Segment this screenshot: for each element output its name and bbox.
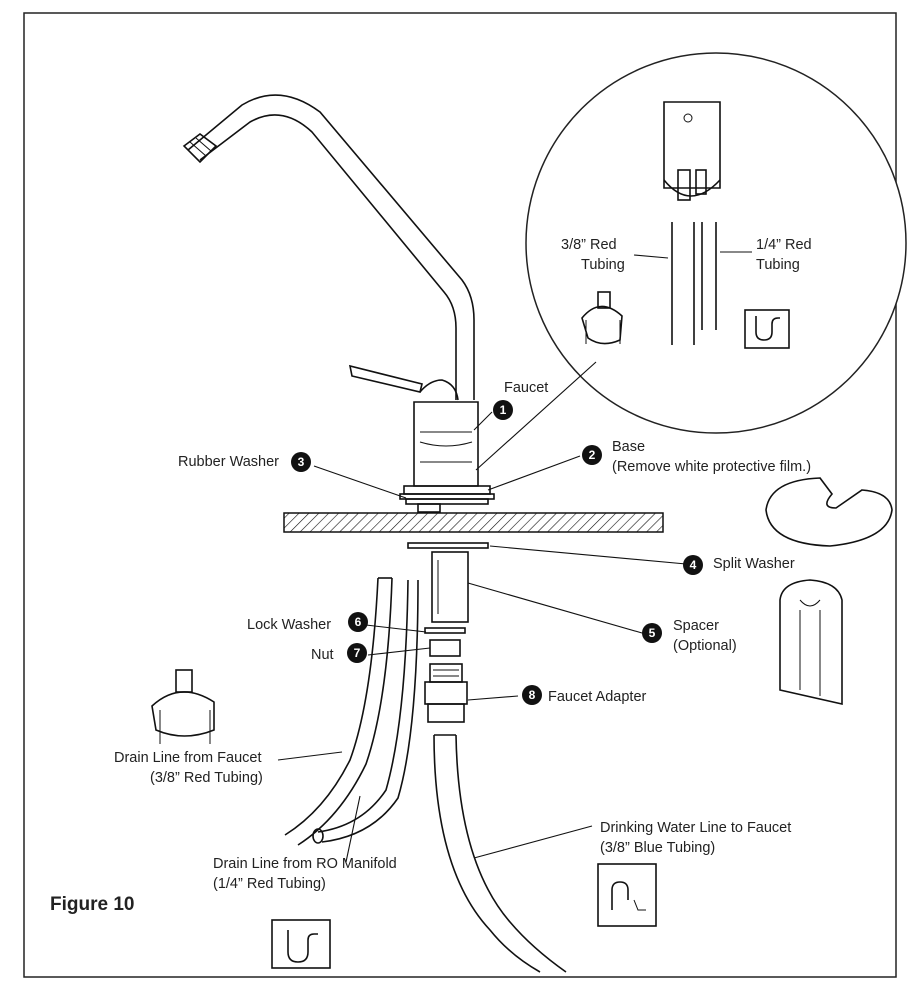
leader-lines [277, 411, 687, 863]
drinking-line-label-1: Drinking Water Line to Faucet [600, 820, 791, 836]
inset-left-label-1: 3/8” Red [561, 237, 617, 253]
callout-6-number: 6 [355, 615, 362, 629]
callout-4-badge [683, 555, 703, 575]
drain-faucet-label-1: Drain Line from Faucet [114, 750, 261, 766]
callout-8-badge [522, 685, 542, 705]
callout-6-badge [348, 612, 368, 632]
callout-badges: 1 2 3 4 5 6 7 8 [291, 400, 703, 705]
callout-1-label: Faucet [504, 380, 548, 396]
callout-8-label: Faucet Adapter [548, 689, 647, 705]
callout-1-badge [493, 400, 513, 420]
figure-title: Figure 10 [50, 894, 134, 915]
figure-frame [23, 12, 897, 978]
drain-tube-1-4 [312, 579, 419, 844]
callout-4-number: 4 [690, 558, 697, 572]
drain-faucet-label-2: (3/8” Red Tubing) [150, 770, 263, 786]
inset-detail [475, 52, 907, 471]
inset-right-label-2: Tubing [756, 257, 800, 273]
drain-tube-3-8 [284, 577, 393, 846]
inset-left-label-2: Tubing [581, 257, 625, 273]
trap-icon-bottom [271, 919, 331, 969]
callout-5-sub: (Optional) [673, 638, 737, 654]
callout-3-badge [291, 452, 311, 472]
callout-7-badge [347, 643, 367, 663]
callout-8-number: 8 [529, 688, 536, 702]
callout-2-sub: (Remove white protective film.) [612, 459, 811, 475]
saddle-clamp-icon [151, 669, 215, 744]
spacer-icon [779, 579, 843, 706]
drinking-line-label-2: (3/8” Blue Tubing) [600, 840, 715, 856]
faucet-icon [182, 94, 495, 513]
callout-7-label: Nut [311, 647, 334, 663]
countertop [283, 512, 664, 533]
drain-trap-icon [744, 309, 790, 349]
callout-7-number: 7 [354, 646, 361, 660]
callout-2-badge [582, 445, 602, 465]
faucet-shank-assembly [407, 542, 489, 723]
callout-3-number: 3 [298, 455, 305, 469]
callout-5-badge [642, 623, 662, 643]
faucet-sketch-icon [597, 863, 657, 927]
callout-6-label: Lock Washer [247, 617, 331, 633]
callout-2-label: Base [612, 439, 645, 455]
callout-5-label: Spacer [673, 618, 719, 634]
callout-3-label: Rubber Washer [178, 454, 279, 470]
callout-5-number: 5 [649, 626, 656, 640]
split-washer-icon [765, 477, 893, 547]
callout-1-number: 1 [500, 403, 507, 417]
drain-saddle-clamp-icon [581, 291, 623, 345]
drain-ro-label-1: Drain Line from RO Manifold [213, 856, 397, 872]
callout-2-number: 2 [589, 448, 596, 462]
inset-right-label-1: 1/4” Red [756, 237, 812, 253]
callout-4-label: Split Washer [713, 556, 795, 572]
drinking-water-tube [433, 734, 567, 973]
drain-ro-label-2: (1/4” Red Tubing) [213, 876, 326, 892]
